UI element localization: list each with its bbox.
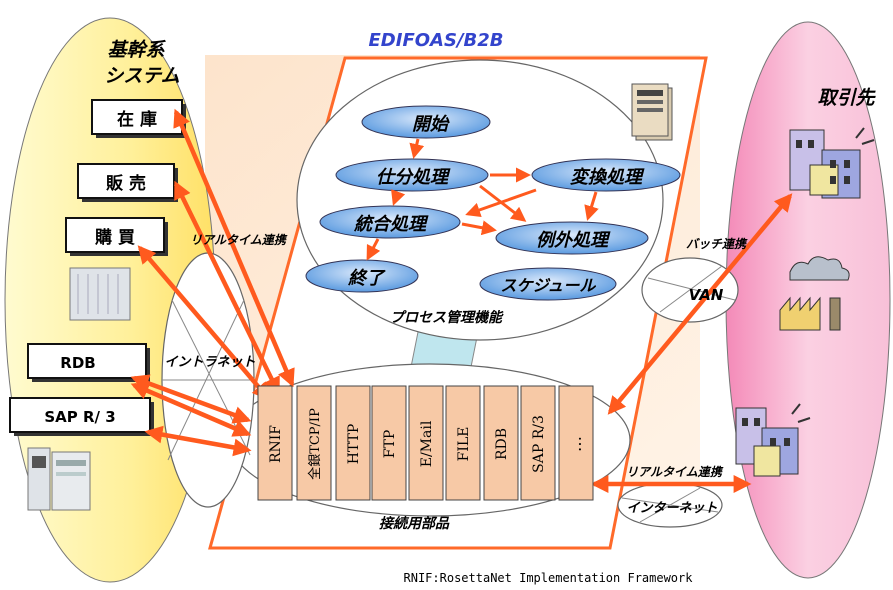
core-system-box-inventory: 在 庫 [91,99,186,138]
box-label: 購 買 [95,227,135,248]
batch-label: バッチ連携 [686,237,748,251]
module-label: RDB [494,428,510,460]
core-system-box-purchase: 購 買 [65,217,168,256]
module-label: E/Mail [419,420,435,467]
intranet-label: イントラネット [164,355,255,370]
core-system-box-rdb: RDB [27,343,150,382]
left-panel-title-1: 基幹系 [107,39,166,61]
module-label: FILE [456,427,472,462]
module-zengin: 全銀TCP/IP [296,385,332,501]
internet-network [617,482,723,528]
realtime-left-label: リアルタイム連携 [190,233,288,247]
node-label: 統合処理 [353,214,429,235]
module-label: RNIF [268,425,284,463]
box-label: 販 売 [106,173,146,194]
process-node-end: 終了 [305,259,419,293]
module-label: 全銀TCP/IP [307,408,323,480]
core-system-box-sales: 販 売 [77,163,178,202]
module-rdb: RDB [483,385,519,501]
module-email: E/Mail [408,385,444,501]
node-label: 終了 [347,268,386,289]
server-icon [631,83,673,141]
footnote: RNIF:RosettaNet Implementation Framework [404,571,694,585]
module-label: … [566,436,585,452]
left-connection-arrows [130,108,295,457]
process-engine-ellipse [296,59,664,341]
module-label: HTTP [346,424,362,465]
left-panel-title-2: システム [104,65,179,87]
workstation-icon [27,447,91,511]
node-label: 例外処理 [536,230,611,251]
process-caption: プロセス管理機能 [390,309,504,326]
module-ftp: FTP [371,385,407,501]
module-file: FILE [445,385,481,501]
module-label: SAP R/3 [531,415,547,473]
process-node-schedule: スケジュール [479,267,617,301]
core-system-box-sap: SAP R/ 3 [9,397,154,436]
process-node-exception: 例外処理 [495,221,649,255]
internet-label: インターネット [626,501,717,516]
right-connection-arrows [590,193,793,493]
process-node-convert: 変換処理 [531,158,681,192]
process-node-merge: 統合処理 [319,205,461,239]
process-flow-arrows [366,138,599,261]
node-label: 変換処理 [570,167,645,188]
module-label: FTP [382,430,398,458]
module-rnif: RNIF [257,385,293,501]
modules-caption: 接続用部品 [379,515,450,532]
process-node-sort: 仕分処理 [335,158,489,192]
node-label: 開始 [412,114,450,135]
node-label: スケジュール [501,276,597,295]
realtime-right-label: リアルタイム連携 [626,465,724,479]
module-more: … [558,385,594,501]
box-label: SAP R/ 3 [44,408,115,426]
box-label: 在 庫 [117,109,157,130]
buildings-icon-2 [735,403,811,477]
process-node-start: 開始 [361,105,491,139]
module-sap: SAP R/3 [520,385,556,501]
diagram-title: EDIFOAS/B2B [369,30,504,51]
node-label: 仕分処理 [376,167,451,188]
van-label: VAN [689,286,724,304]
mainframe-icon [69,267,131,321]
module-http: HTTP [335,385,371,501]
buildings-icon [789,127,875,199]
box-label: RDB [60,354,95,372]
right-panel-title: 取引先 [817,87,876,109]
